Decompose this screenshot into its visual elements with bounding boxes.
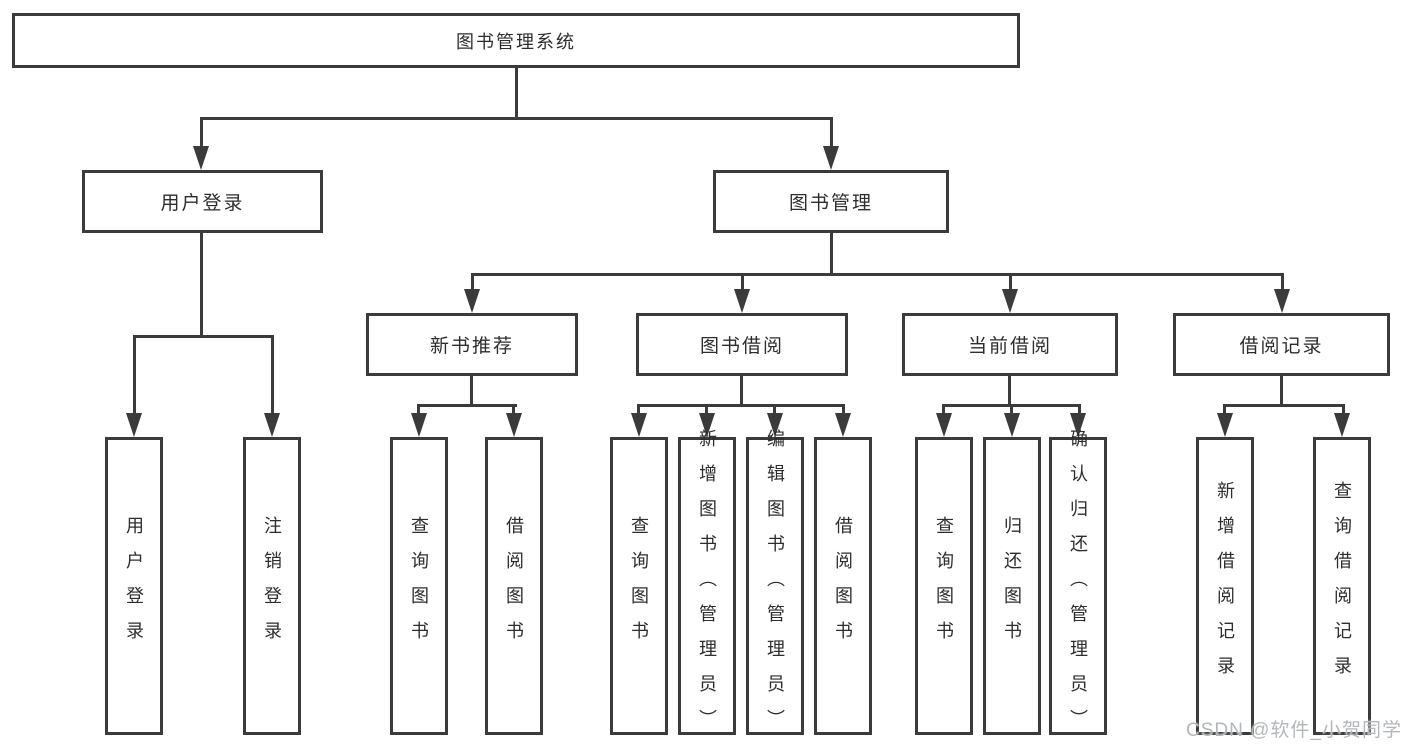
- connector-stub: [1078, 404, 1081, 418]
- connector-stub: [705, 404, 708, 418]
- connector-userlogin-horizontal: [133, 335, 274, 338]
- connector-stub: [512, 404, 515, 418]
- connector-bookmgmt-vertical: [830, 233, 833, 276]
- arrowhead-icon: [936, 413, 952, 437]
- connector-horizontal: [417, 404, 517, 407]
- leaf-query-books-recommend: 查询图书: [390, 437, 448, 735]
- connector-vertical: [740, 376, 743, 407]
- connector-stub: [830, 117, 833, 150]
- leaf-label: 查询借阅记录: [1332, 481, 1352, 691]
- arrowhead-icon: [1002, 289, 1018, 313]
- connector-stub: [471, 273, 474, 293]
- arrowhead-icon: [411, 413, 427, 437]
- leaf-query-books-current: 查询图书: [915, 437, 973, 735]
- arrowhead-icon: [126, 413, 142, 437]
- connector-stub: [741, 273, 744, 293]
- connector-stub: [1010, 404, 1013, 418]
- leaf-user-login: 用户登录: [105, 437, 163, 735]
- node-user-login: 用户登录: [82, 170, 323, 233]
- connector-horizontal: [637, 404, 845, 407]
- node-borrowing-records: 借阅记录: [1173, 313, 1390, 376]
- node-new-book-recommend: 新书推荐: [366, 313, 578, 376]
- connector-stub: [773, 404, 776, 418]
- arrowhead-icon: [767, 413, 783, 437]
- leaf-query-borrow-record: 查询借阅记录: [1313, 437, 1371, 735]
- connector-vertical: [1280, 376, 1283, 407]
- arrowhead-icon: [464, 289, 480, 313]
- csdn-watermark: CSDN @软件_小贺同学: [1186, 720, 1402, 741]
- node-borrowing-records-label: 借阅记录: [1239, 336, 1324, 357]
- arrowhead-icon: [1217, 413, 1233, 437]
- arrowhead-icon: [1070, 413, 1086, 437]
- arrowhead-icon: [264, 413, 280, 437]
- leaf-label: 编辑图书（管理员）: [765, 428, 785, 744]
- arrowhead-icon: [506, 413, 522, 437]
- leaf-borrow-books-recommend: 借阅图书: [485, 437, 543, 735]
- node-root-label: 图书管理系统: [456, 31, 576, 52]
- arrowhead-icon: [1334, 413, 1350, 437]
- connector-stub: [942, 404, 945, 418]
- connector-stub: [637, 404, 640, 418]
- leaf-label: 新增借阅记录: [1215, 481, 1235, 691]
- node-current-borrowing-label: 当前借阅: [967, 336, 1052, 357]
- leaf-label: 注销登录: [262, 516, 282, 656]
- leaf-label: 确认归还（管理员）: [1068, 428, 1088, 744]
- leaf-logout: 注销登录: [243, 437, 301, 735]
- connector-stub: [1009, 273, 1012, 293]
- connector-horizontal: [1223, 404, 1345, 407]
- connector-root-vertical: [515, 68, 518, 118]
- arrowhead-icon: [835, 413, 851, 437]
- connector-stub: [417, 404, 420, 418]
- leaf-label: 借阅图书: [504, 516, 524, 656]
- node-current-borrowing: 当前借阅: [902, 313, 1118, 376]
- leaf-add-books-admin: 新增图书（管理员）: [678, 429, 736, 744]
- arrowhead-icon: [734, 289, 750, 313]
- arrowhead-icon: [1274, 289, 1290, 313]
- connector-root-horizontal: [200, 117, 833, 120]
- connector-stub: [200, 117, 203, 150]
- leaf-label: 用户登录: [124, 516, 144, 656]
- connector-stub: [842, 404, 845, 418]
- connector-vertical: [1008, 376, 1011, 407]
- leaf-borrow-books-borrowing: 借阅图书: [814, 437, 872, 735]
- arrowhead-icon: [1004, 413, 1020, 437]
- arrowhead-icon: [823, 146, 839, 170]
- connector-stub: [1223, 404, 1226, 418]
- node-book-management-label: 图书管理: [788, 193, 873, 214]
- connector-stub: [133, 335, 136, 415]
- arrowhead-icon: [193, 146, 209, 170]
- arrowhead-icon: [699, 413, 715, 437]
- arrowhead-icon: [631, 413, 647, 437]
- node-book-management: 图书管理: [713, 170, 949, 233]
- connector-vertical: [470, 376, 473, 407]
- connector-bookmgmt-horizontal: [471, 273, 1284, 276]
- leaf-label: 查询图书: [629, 516, 649, 656]
- connector-stub: [271, 335, 274, 415]
- node-new-book-recommend-label: 新书推荐: [429, 336, 514, 357]
- leaf-label: 借阅图书: [833, 516, 853, 656]
- connector-stub: [1281, 273, 1284, 293]
- leaf-label: 查询图书: [409, 516, 429, 656]
- connector-userlogin-vertical: [200, 233, 203, 337]
- leaf-edit-books-admin: 编辑图书（管理员）: [746, 429, 804, 744]
- leaf-add-borrow-record: 新增借阅记录: [1196, 437, 1254, 735]
- leaf-confirm-return-admin: 确认归还（管理员）: [1049, 429, 1107, 744]
- node-user-login-label: 用户登录: [160, 193, 245, 214]
- node-root: 图书管理系统: [12, 13, 1020, 68]
- leaf-label: 查询图书: [934, 516, 954, 656]
- leaf-query-books-borrowing: 查询图书: [610, 437, 668, 735]
- leaf-label: 新增图书（管理员）: [697, 428, 717, 744]
- leaf-return-books: 归还图书: [983, 437, 1041, 735]
- node-book-borrowing-label: 图书借阅: [699, 336, 784, 357]
- node-book-borrowing: 图书借阅: [636, 313, 848, 376]
- leaf-label: 归还图书: [1002, 516, 1022, 656]
- connector-stub: [1342, 404, 1345, 418]
